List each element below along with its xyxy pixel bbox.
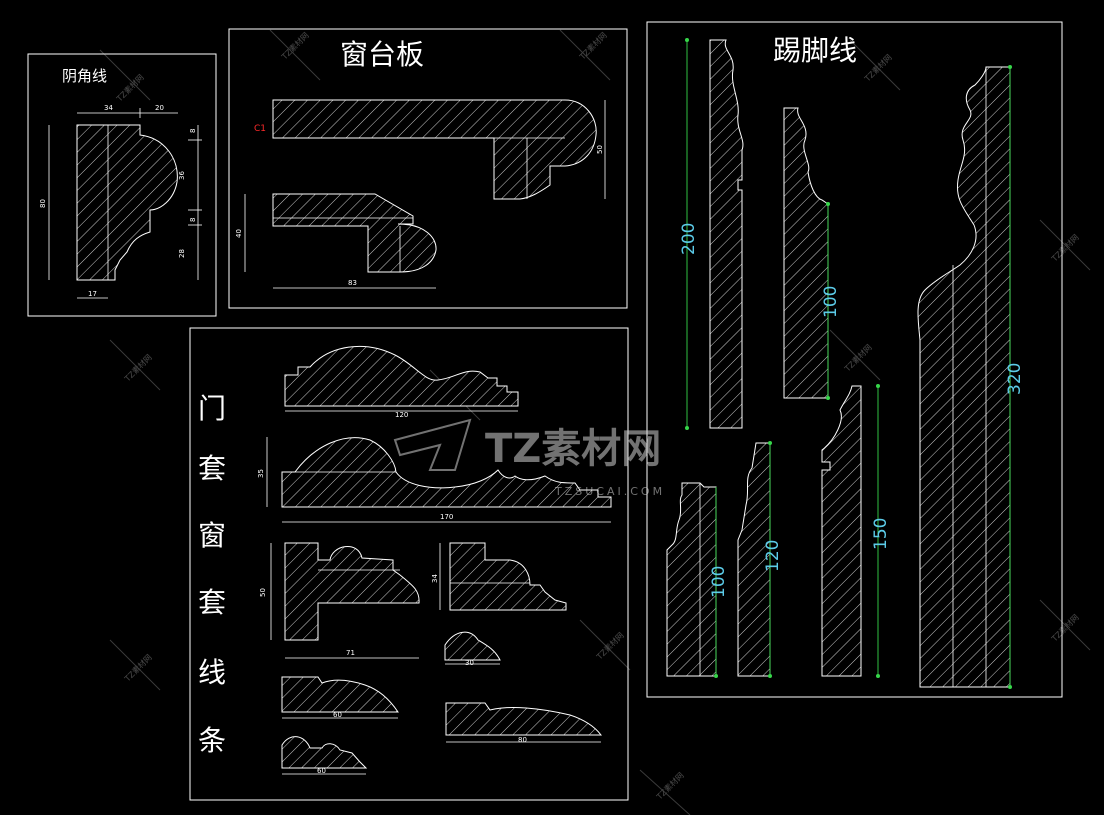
- profile-tag: C1: [254, 124, 266, 134]
- profile-skirting-100a: [783, 107, 829, 399]
- dim-label-w1: 34: [104, 104, 113, 112]
- panel-title: 踢脚线: [773, 34, 857, 67]
- watermark-logo-icon: [393, 418, 472, 471]
- dim-label-r3: 8: [189, 218, 197, 222]
- dim-label-100b: 100: [709, 566, 729, 598]
- watermark-tile: TZ素材网: [559, 29, 611, 81]
- watermark-tile: TZ素材网: [639, 769, 691, 815]
- dim-label-120: 120: [763, 540, 783, 572]
- svg-text:TZ素材网: TZ素材网: [594, 630, 626, 662]
- watermark-tile: TZ素材网: [269, 29, 321, 81]
- dim-label-h1: 50: [596, 145, 604, 154]
- dim-label-200: 200: [679, 223, 699, 255]
- panel-chuangtai: 窗台板 C1 50 40 83: [228, 28, 628, 309]
- dim-label-h2: 40: [235, 229, 243, 238]
- profile-yinjiao: [76, 124, 178, 281]
- dim-label: 71: [346, 649, 355, 657]
- dim-label: 170: [440, 513, 453, 521]
- dim-label: 80: [518, 736, 527, 744]
- svg-text:TZ素材网: TZ素材网: [1049, 232, 1081, 264]
- panel-frame: [27, 53, 217, 317]
- profile-skirting-150: [821, 385, 862, 677]
- dim-label-r2: 36: [178, 171, 186, 180]
- watermark-tile: TZ素材网: [109, 639, 161, 691]
- dim-label: 50: [259, 588, 267, 597]
- panel-frame: [228, 28, 628, 309]
- profile-chuangtai-small: [272, 193, 437, 273]
- dim-label-150: 150: [871, 518, 891, 550]
- panel-title: 窗台板: [340, 38, 424, 71]
- dim-endpoint: [714, 674, 718, 678]
- dim-label: 30: [465, 659, 474, 667]
- watermark-tile: TZ素材网: [1039, 599, 1091, 651]
- profile-skirting-320: [917, 66, 1011, 688]
- dim-label: 60: [333, 711, 342, 719]
- dim-label-r4: 28: [178, 249, 186, 258]
- dim-label-w2: 20: [155, 104, 164, 112]
- watermark-brand: TZ素材网: [485, 426, 661, 472]
- title-char: 套: [198, 586, 226, 619]
- dim-label-r1: 8: [189, 129, 197, 133]
- profile-skirting-200: [709, 39, 744, 429]
- dim-endpoint: [826, 396, 830, 400]
- dim-endpoint: [768, 441, 772, 445]
- dim-label: 120: [395, 411, 408, 419]
- profile-door-7: [445, 702, 603, 736]
- profile-door-8: [281, 736, 368, 769]
- dim-label-w: 83: [348, 279, 357, 287]
- profile-skirting-100b: [666, 482, 717, 677]
- dim-label-base: 17: [88, 290, 97, 298]
- svg-text:TZ素材网: TZ素材网: [577, 30, 609, 62]
- dim-endpoint: [876, 384, 880, 388]
- svg-text:TZ素材网: TZ素材网: [1049, 612, 1081, 644]
- dim-label: 60: [317, 767, 326, 775]
- profile-door-2: [281, 437, 612, 508]
- dim-endpoint: [685, 426, 689, 430]
- svg-text:TZ素材网: TZ素材网: [114, 72, 146, 104]
- watermark-center: TZ素材网 TZSUCAI.COM: [393, 418, 665, 498]
- profile-door-4: [449, 542, 567, 611]
- title-char: 套: [198, 452, 226, 485]
- dim-label: 34: [431, 574, 439, 583]
- profile-door-6: [281, 676, 399, 713]
- dim-label-h: 80: [39, 199, 47, 208]
- panel-tijiao: 踢脚线 200 100 320 100 120: [646, 21, 1063, 698]
- panel-yinjiao: 阴角线 34 20 80 8 36 8 28 17: [27, 53, 217, 317]
- title-char: 条: [198, 724, 226, 757]
- dim-endpoint: [768, 674, 772, 678]
- panel-frame: [189, 327, 629, 801]
- watermark-tile: TZ素材网: [829, 329, 881, 381]
- title-char: 线: [198, 656, 226, 689]
- dim-label-320: 320: [1005, 363, 1025, 395]
- panel-frame: [646, 21, 1063, 698]
- dim-endpoint: [876, 674, 880, 678]
- profile-chuangtai-large: [272, 99, 597, 200]
- panel-title: 阴角线: [62, 67, 107, 85]
- title-char: 门: [198, 392, 226, 425]
- profile-skirting-120: [737, 442, 771, 677]
- dim-endpoint: [1008, 685, 1012, 689]
- dim-endpoint: [685, 38, 689, 42]
- dim-endpoint: [826, 202, 830, 206]
- svg-text:TZ素材网: TZ素材网: [279, 30, 311, 62]
- title-char: 窗: [198, 519, 226, 552]
- watermark-tile: TZ素材网: [99, 49, 151, 104]
- dim-label: 35: [257, 469, 265, 478]
- profile-door-3: [284, 542, 420, 641]
- dim-endpoint: [1008, 65, 1012, 69]
- watermark-tile: TZ素材网: [849, 39, 901, 91]
- profile-door-1: [284, 345, 519, 407]
- watermark-tile: TZ素材网: [579, 619, 631, 671]
- profile-door-5: [444, 631, 501, 661]
- dim-label-100a: 100: [821, 286, 841, 318]
- watermark-url: TZSUCAI.COM: [554, 485, 665, 498]
- watermark-tile: TZ素材网: [1039, 219, 1091, 271]
- panel-menchuang: 门 套 窗 套 线 条 120 35 170 50 71 34 30: [189, 327, 629, 801]
- watermark-tile: TZ素材网: [109, 339, 161, 391]
